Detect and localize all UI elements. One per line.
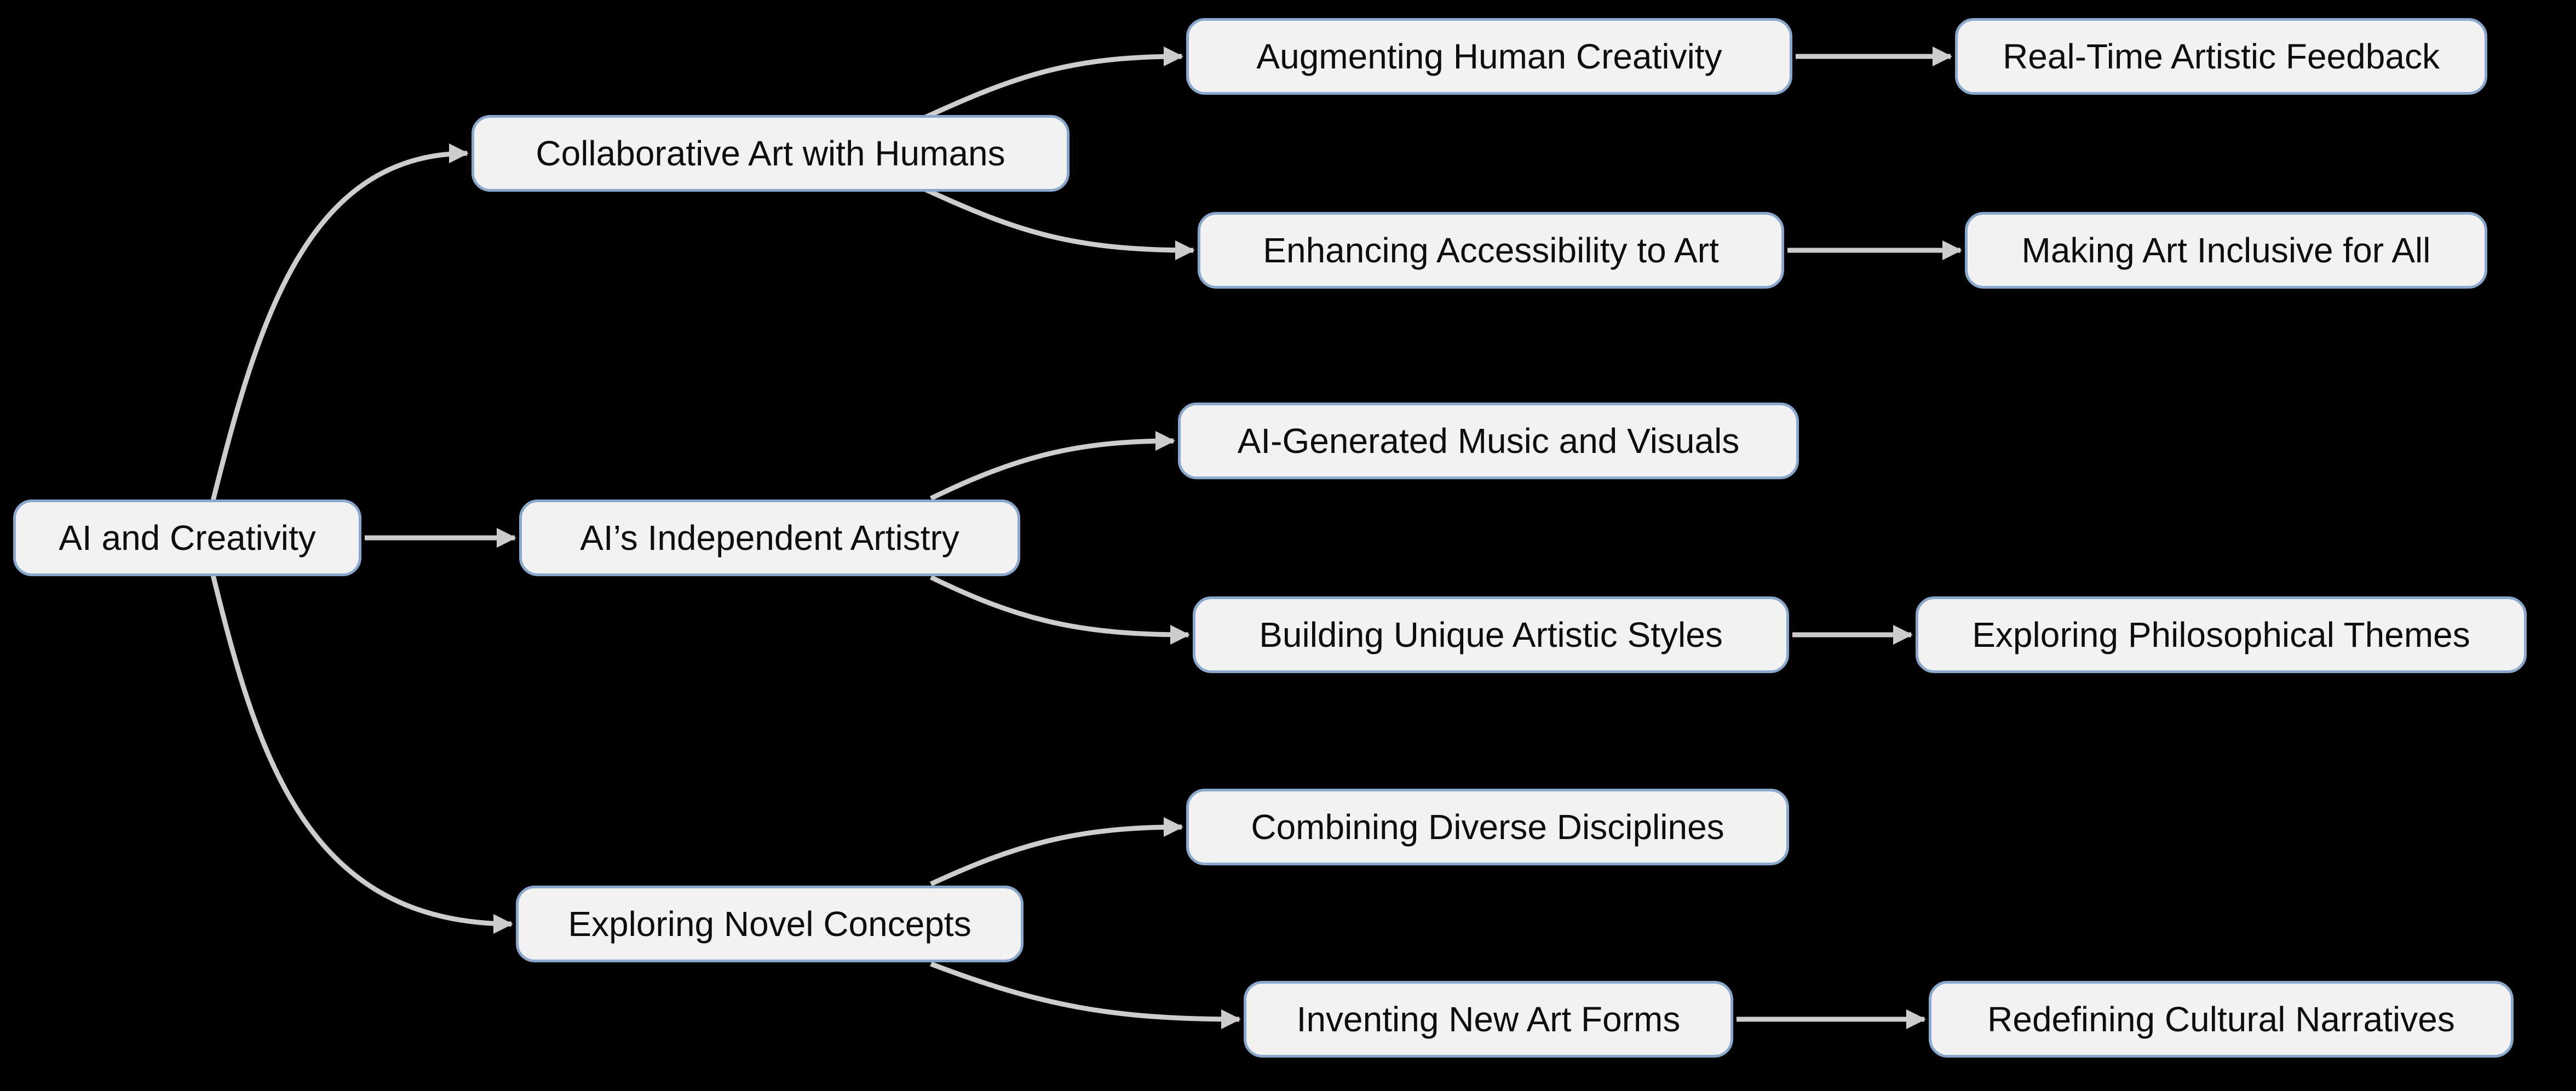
node-enhancing: Enhancing Accessibility to Art	[1198, 212, 1784, 289]
node-label-inclusive: Making Art Inclusive for All	[2021, 231, 2431, 270]
node-label-enhancing: Enhancing Accessibility to Art	[1263, 231, 1719, 270]
node-label-augmenting: Augmenting Human Creativity	[1256, 37, 1722, 76]
node-label-redefining: Redefining Cultural Narratives	[1987, 1000, 2455, 1039]
node-label-root: AI and Creativity	[59, 518, 316, 558]
node-label-aigenerated: AI-Generated Music and Visuals	[1237, 421, 1740, 461]
node-independent: AI’s Independent Artistry	[519, 499, 1020, 576]
node-label-independent: AI’s Independent Artistry	[580, 518, 959, 558]
node-augmenting: Augmenting Human Creativity	[1186, 18, 1792, 95]
node-label-building: Building Unique Artistic Styles	[1259, 615, 1723, 654]
edge-collaborative-to-enhancing	[924, 187, 1195, 260]
node-inventing: Inventing New Art Forms	[1244, 981, 1733, 1058]
node-root: AI and Creativity	[13, 499, 361, 576]
node-realtime: Real-Time Artistic Feedback	[1955, 18, 2487, 95]
node-redefining: Redefining Cultural Narratives	[1929, 981, 2514, 1058]
edge-root-to-collaborative	[210, 143, 469, 504]
edge-independent-to-aigenerated	[930, 431, 1175, 501]
node-label-realtime: Real-Time Artistic Feedback	[2003, 37, 2440, 76]
edges-group	[210, 47, 1962, 1029]
node-inclusive: Making Art Inclusive for All	[1965, 212, 2487, 289]
node-novel: Exploring Novel Concepts	[516, 886, 1024, 962]
node-label-philosophical: Exploring Philosophical Themes	[1972, 615, 2470, 654]
node-label-combining: Combining Diverse Disciplines	[1251, 807, 1724, 847]
node-label-collaborative: Collaborative Art with Humans	[536, 134, 1005, 173]
edge-root-to-novel	[210, 572, 513, 934]
node-philosophical: Exploring Philosophical Themes	[1916, 596, 2527, 673]
node-collaborative: Collaborative Art with Humans	[472, 115, 1070, 192]
edge-novel-to-combining	[930, 817, 1183, 887]
node-combining: Combining Diverse Disciplines	[1186, 789, 1789, 865]
edge-independent-to-building	[930, 575, 1190, 645]
node-aigenerated: AI-Generated Music and Visuals	[1178, 403, 1799, 479]
node-label-novel: Exploring Novel Concepts	[568, 904, 971, 944]
node-label-inventing: Inventing New Art Forms	[1296, 1000, 1681, 1039]
edge-novel-to-inventing	[930, 961, 1241, 1029]
edge-collaborative-to-augmenting	[924, 47, 1183, 120]
node-building: Building Unique Artistic Styles	[1193, 596, 1789, 673]
